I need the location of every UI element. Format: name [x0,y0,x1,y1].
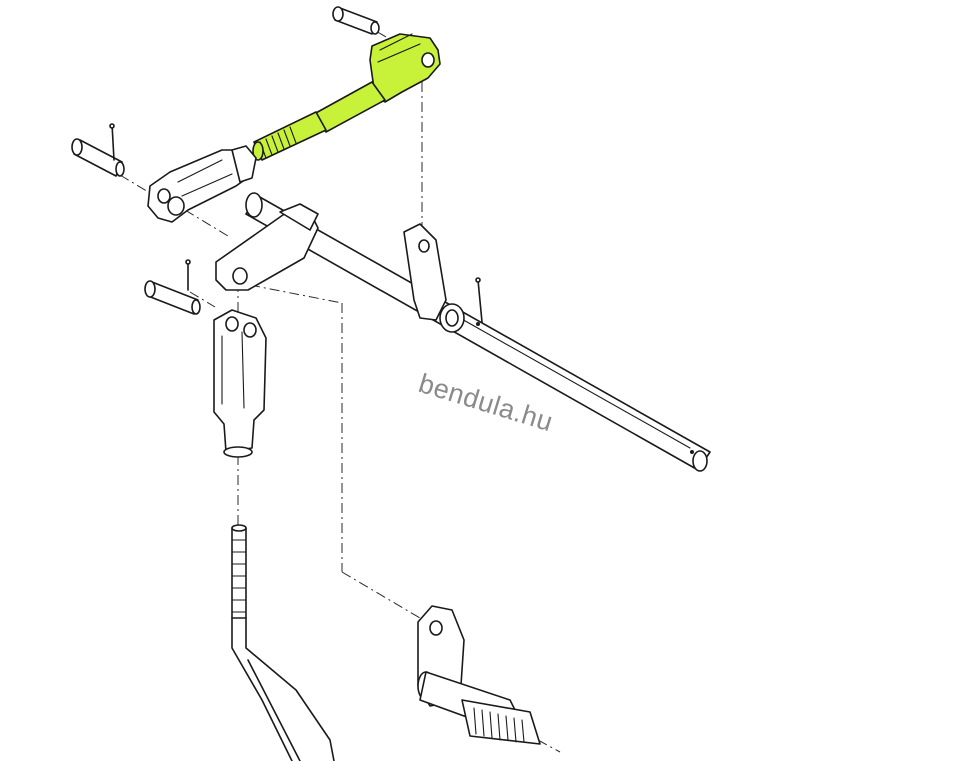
cotter-pin-lower [185,259,191,291]
left-clevis [147,145,257,223]
cotter-pin-right [475,277,483,326]
cotter-pin-left [109,123,115,161]
threaded-rod-assembly [252,33,441,161]
cross-shaft [245,192,711,472]
threaded-rod [313,81,386,133]
pedal-rod [231,524,335,761]
shaft-lever-right [403,223,465,333]
assembly-center-lines [119,21,423,619]
lower-clevis-pin [144,280,201,315]
top-clevis [369,33,441,103]
shaft-lever-left [215,203,319,291]
vertical-clevis [213,309,267,458]
top-clevis-pin [332,6,380,35]
left-clevis-pin [71,138,125,177]
splined-lever [417,605,561,753]
